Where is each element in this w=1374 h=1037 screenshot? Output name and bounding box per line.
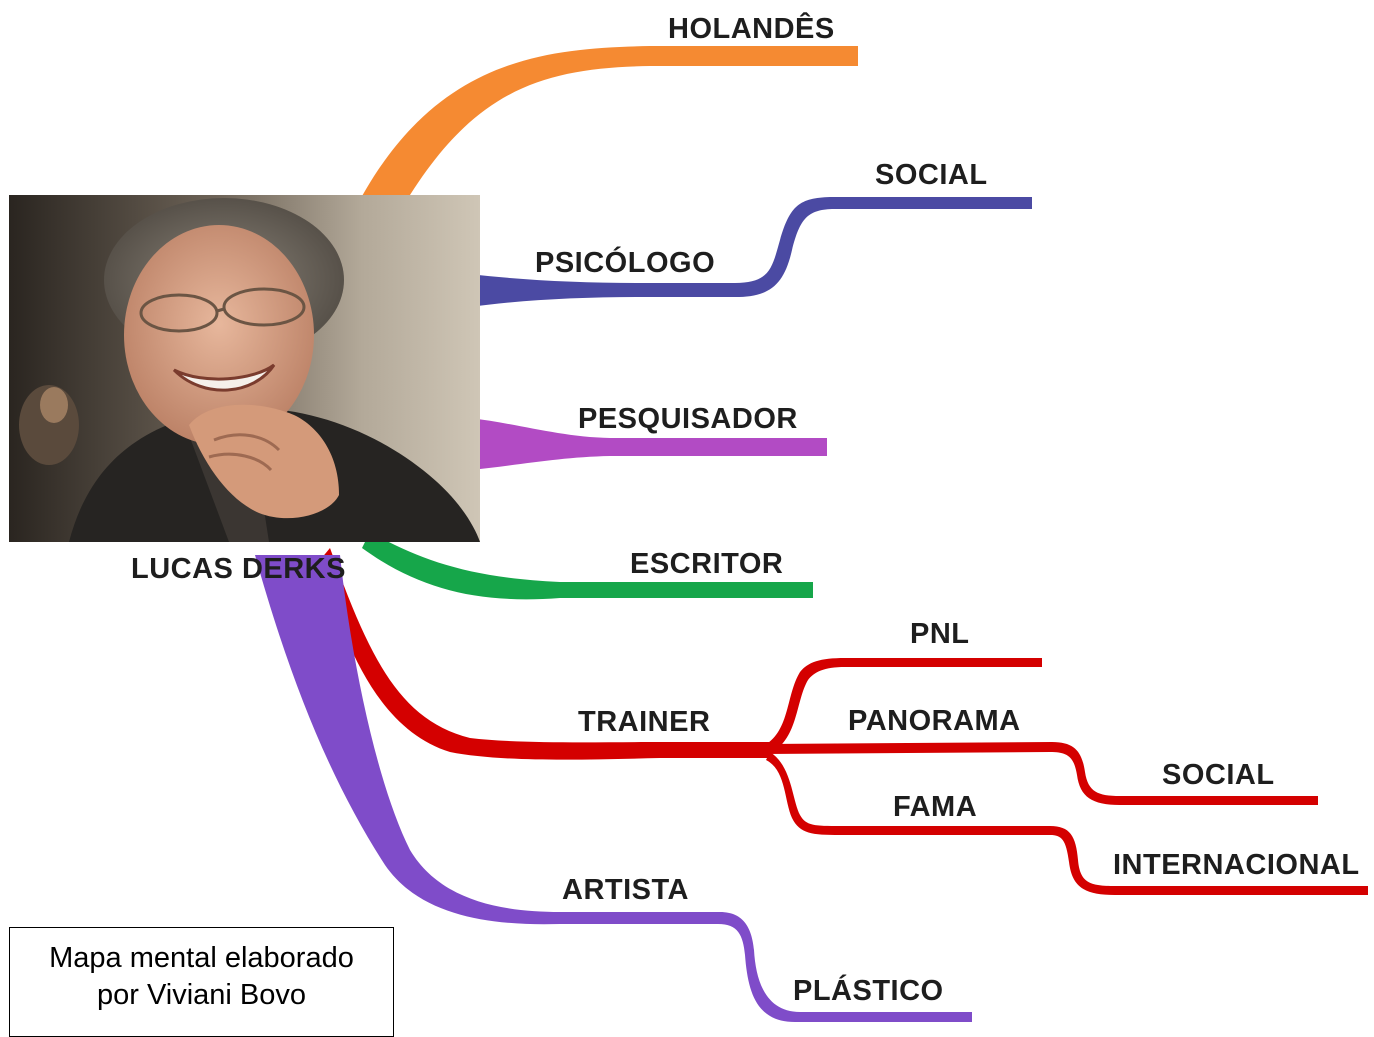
label-pnl: PNL [910, 618, 970, 650]
branch-psicologo [470, 197, 1032, 307]
label-psicologo-social: SOCIAL [875, 159, 988, 191]
label-plastico: PLÁSTICO [793, 973, 944, 1007]
label-holandes: HOLANDÊS [668, 11, 835, 45]
label-trainer: TRAINER [578, 706, 710, 738]
branch-pesquisador [470, 418, 827, 470]
label-pesquisador: PESQUISADOR [578, 403, 798, 435]
label-fama: FAMA [893, 791, 977, 823]
branch-artista [255, 555, 972, 1022]
portrait-image [9, 195, 480, 542]
label-escritor: ESCRITOR [630, 548, 783, 580]
branch-holandes [352, 46, 858, 215]
credit-line-2: por Viviani Bovo [96, 979, 307, 1011]
center-name: LUCAS DERKS [131, 553, 346, 585]
label-artista: ARTISTA [562, 874, 689, 906]
branch-escritor [362, 532, 813, 600]
branch-panorama [765, 742, 1318, 805]
label-panorama: PANORAMA [848, 705, 1021, 737]
label-internacional: INTERNACIONAL [1113, 849, 1360, 881]
label-psicologo: PSICÓLOGO [535, 245, 715, 279]
credit-line-1: Mapa mental elaborado [49, 942, 354, 974]
label-panorama-social: SOCIAL [1162, 759, 1275, 791]
credit-box: Mapa mental elaborado por Viviani Bovo [9, 927, 394, 1037]
portrait-photo [9, 195, 480, 542]
